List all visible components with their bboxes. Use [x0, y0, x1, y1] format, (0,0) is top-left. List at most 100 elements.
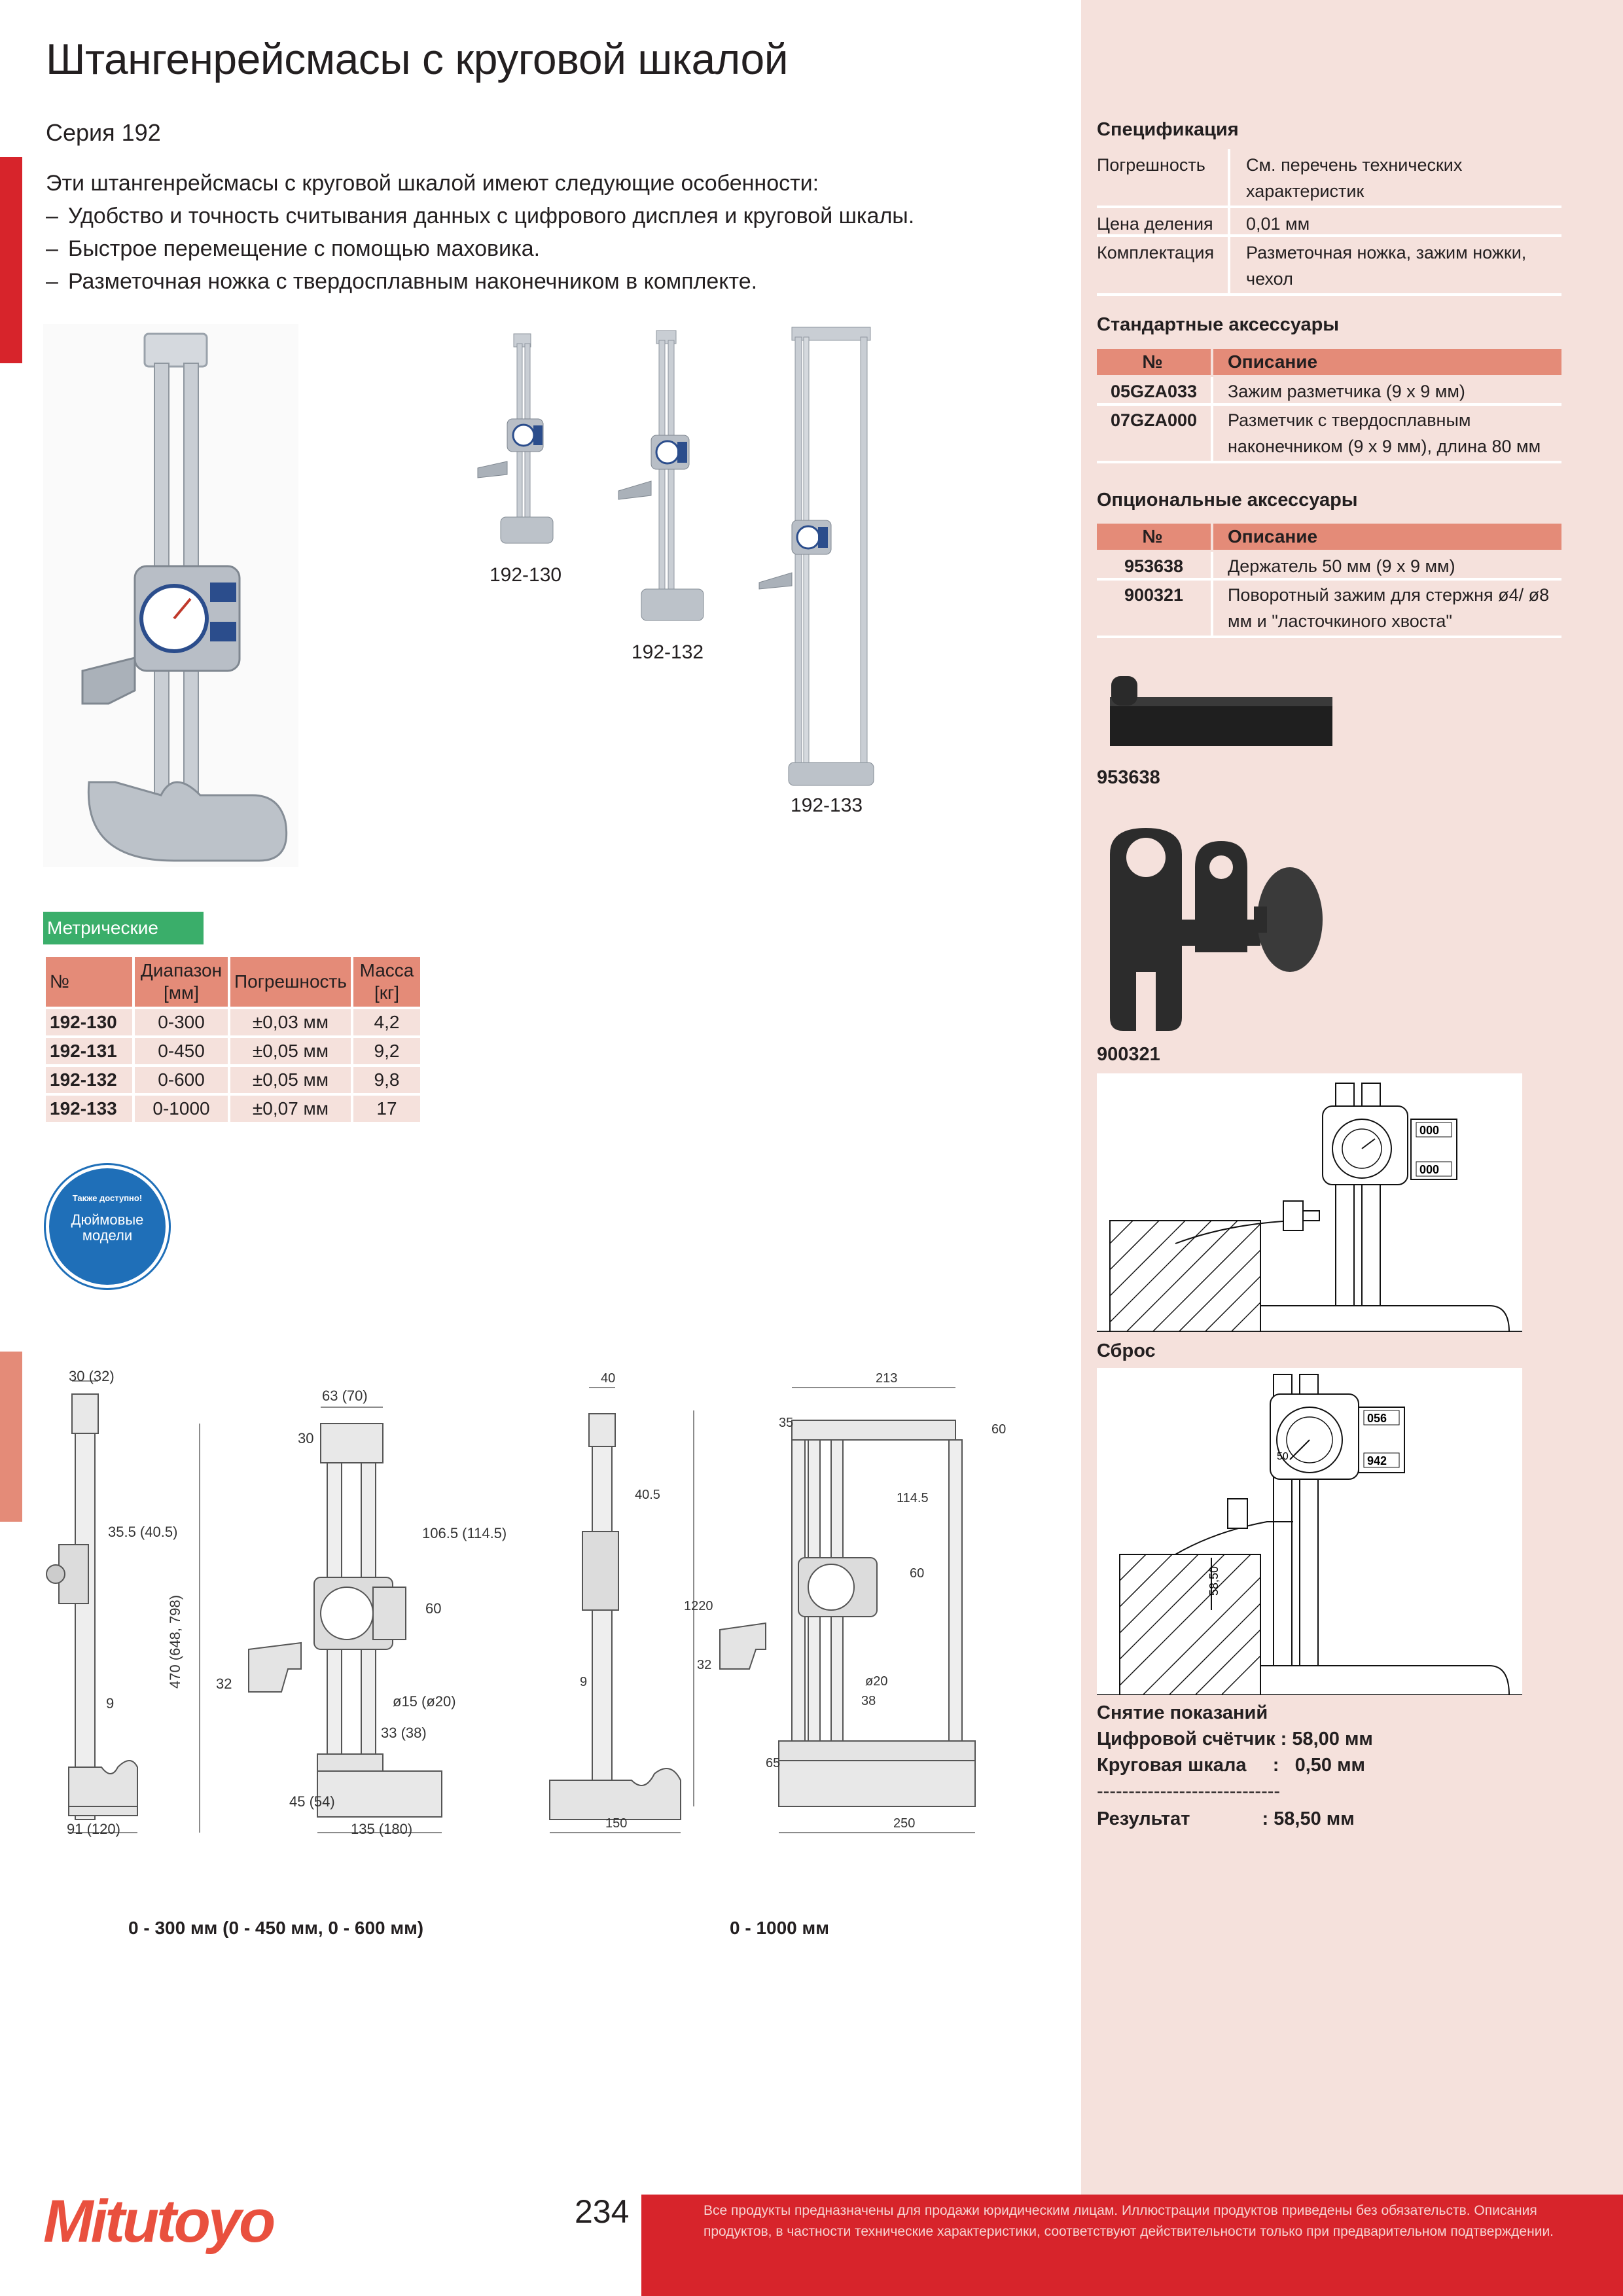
cell: 17 — [350, 1093, 423, 1124]
badge-top-text: Также доступно! — [72, 1193, 143, 1203]
dim-label: 1220 — [684, 1599, 713, 1613]
dim-label: ø20 — [865, 1674, 887, 1689]
drawing-large-side — [549, 1413, 681, 1820]
table-row: 192-133 0-1000 ±0,07 мм 17 — [43, 1093, 423, 1124]
dim-label: 470 (648, 798) — [167, 1595, 183, 1689]
cell: 0-600 — [132, 1064, 230, 1096]
cell: 192-132 — [43, 1064, 135, 1096]
standard-acc-title: Стандартные аксессуары — [1097, 314, 1340, 335]
dim-label: ø15 (ø20) — [393, 1693, 456, 1710]
drawing-large-front — [719, 1420, 976, 1807]
dim-label: 30 — [298, 1430, 313, 1446]
cell: 9,2 — [350, 1035, 423, 1067]
dim-label: 150 — [605, 1816, 627, 1831]
side-mark-salmon — [0, 1352, 22, 1522]
height-dimension: 58,50 — [1207, 1566, 1221, 1596]
cell: 4,2 — [350, 1007, 423, 1038]
reading-digital: Цифровой счётчик : 58,00 мм — [1097, 1729, 1373, 1749]
intro-text: Эти штангенрейсмасы с круговой шкалой им… — [46, 167, 1041, 298]
counter-lower: 000 — [1419, 1163, 1439, 1176]
cell: 0-300 — [132, 1007, 230, 1038]
footer-band — [641, 2195, 1623, 2296]
technical-drawings: 30 (32) 63 (70) 30 35.5 (40.5) 106.5 (11… — [46, 1368, 1006, 1837]
dim-label: 106.5 (114.5) — [422, 1525, 507, 1541]
dim-label: 135 (180) — [351, 1821, 412, 1837]
dim-label: 40.5 — [635, 1488, 660, 1502]
dim-label: 35 — [779, 1416, 793, 1430]
optional-acc-title: Опциональные аксессуары — [1097, 490, 1358, 511]
metric-table: № Диапазон [мм] Погрешность Масса [кг] 1… — [43, 954, 423, 1124]
cell: ±0,03 мм — [228, 1007, 353, 1038]
metric-label: Метрические — [43, 912, 204, 944]
counter-lower: 942 — [1367, 1454, 1387, 1467]
dim-label: 114.5 — [897, 1491, 929, 1505]
series-label: Серия 192 — [46, 119, 161, 146]
dim-label: 9 — [106, 1695, 114, 1712]
counter-upper: 056 — [1367, 1412, 1387, 1425]
intro-lead: Эти штангенрейсмасы с круговой шкалой им… — [46, 171, 819, 196]
badge-main-text: Дюймовые модели — [71, 1211, 144, 1244]
dim-label: 63 (70) — [322, 1388, 368, 1404]
reading-title: Снятие показаний — [1097, 1702, 1268, 1723]
cell: 0-1000 — [132, 1093, 230, 1124]
table-row: 192-132 0-600 ±0,05 мм 9,8 — [43, 1064, 423, 1096]
cell: ±0,07 мм — [228, 1093, 353, 1124]
cell: ±0,05 мм — [228, 1064, 353, 1096]
dial-mark: 50 — [1277, 1451, 1289, 1462]
dim-label: 30 (32) — [69, 1368, 115, 1384]
drawing-caption-large: 0 - 1000 мм — [730, 1918, 829, 1938]
dim-label: 91 (120) — [67, 1821, 120, 1837]
product-photo-192-132 — [618, 330, 704, 621]
drawing-caption-small: 0 - 300 мм (0 - 450 мм, 0 - 600 мм) — [128, 1918, 424, 1938]
col-header: Масса [кг] — [350, 954, 423, 1009]
page-number: 234 — [575, 2193, 630, 2230]
dim-label: 45 (54) — [289, 1793, 335, 1810]
product-label-192-130: 192-130 — [490, 564, 562, 586]
col-header: № — [43, 954, 135, 1009]
reading-diagram: 50 056 942 58,50 — [1097, 1368, 1522, 1695]
dim-label: 38 — [861, 1694, 876, 1708]
cell: ±0,05 мм — [228, 1035, 353, 1067]
reading-dial: Круговая шкала : 0,50 мм — [1097, 1755, 1366, 1776]
dim-label: 60 — [991, 1422, 1006, 1437]
intro-bullet: –Быстрое перемещение с помощью маховика. — [46, 236, 541, 261]
drawing-small-side — [46, 1393, 138, 1820]
product-label-192-133: 192-133 — [791, 795, 863, 816]
page-title: Штангенрейсмасы с круговой шкалой — [46, 35, 789, 83]
dim-label: 60 — [425, 1600, 441, 1617]
cell: 192-131 — [43, 1035, 135, 1067]
dim-label: 250 — [893, 1816, 915, 1831]
product-photo-192-133 — [758, 327, 874, 786]
cell: 0-450 — [132, 1035, 230, 1067]
inch-models-badge[interactable]: Также доступно! Дюймовые модели — [46, 1165, 169, 1288]
intro-bullet: –Удобство и точность считывания данных с… — [46, 204, 915, 228]
dim-label: 213 — [876, 1371, 897, 1386]
dim-label: 32 — [697, 1658, 711, 1672]
cell: 9,8 — [350, 1064, 423, 1096]
side-mark-red — [0, 157, 22, 363]
dim-label: 40 — [601, 1371, 615, 1386]
table-header-row: № Диапазон [мм] Погрешность Масса [кг] — [43, 954, 423, 1009]
accessory-label: 953638 — [1097, 767, 1160, 788]
drawing-small-front — [248, 1423, 442, 1818]
intro-bullet: –Разметочная ножка с твердосплавным нако… — [46, 269, 758, 294]
table-row: 192-131 0-450 ±0,05 мм 9,2 — [43, 1035, 423, 1067]
cell: 192-133 — [43, 1093, 135, 1124]
reading-result: Результат: 58,50 мм — [1097, 1808, 1355, 1829]
product-photo-main — [43, 324, 298, 867]
dim-label: 60 — [910, 1566, 924, 1581]
accessory-label: 900321 — [1097, 1044, 1160, 1065]
dim-label: 32 — [216, 1676, 232, 1692]
footer-disclaimer: Все продукты предназначены для продажи ю… — [704, 2203, 1554, 2239]
col-header: Диапазон [мм] — [132, 954, 230, 1009]
accessory-900321-image — [1110, 828, 1323, 1031]
dimension-lines — [69, 1380, 975, 1833]
cell: 192-130 — [43, 1007, 135, 1038]
